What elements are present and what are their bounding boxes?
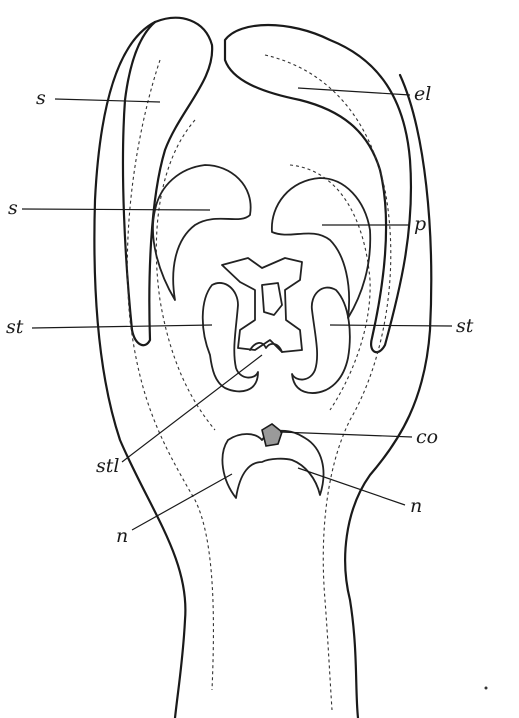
label-stamen-center: stl (96, 455, 119, 477)
leader-nucellus-left (132, 474, 232, 530)
leader-petal-left (22, 209, 210, 210)
label-stamen-right: st (456, 315, 474, 337)
leader-stamen-right (330, 325, 452, 326)
leader-sepal-right (298, 88, 410, 95)
sepal-left (123, 18, 212, 345)
tissue-line-left-inner (156, 120, 215, 430)
sepal-right (225, 25, 411, 352)
label-sepal-right: el (414, 83, 431, 105)
leader-stamen-center (122, 355, 262, 462)
leader-stamen-left (32, 325, 212, 328)
tissue-line-left-outer (127, 60, 213, 690)
cotyledon-stipple (262, 424, 282, 446)
receptacle-outline-right (345, 75, 431, 718)
petal-right (272, 178, 370, 318)
stamen-left (203, 283, 258, 391)
label-cotyledon: co (416, 426, 438, 448)
label-nucellus-right: n (410, 495, 422, 517)
label-nucellus-left: n (116, 525, 128, 547)
petal-left (153, 165, 251, 300)
label-petal-right: p (414, 213, 426, 235)
leader-nucellus-right (298, 468, 405, 505)
tissue-line-right-outer (265, 55, 391, 710)
label-stamen-left: st (6, 316, 24, 338)
stamen-center-core (262, 283, 282, 315)
label-petal-left: s (8, 197, 18, 219)
label-sepal-left: s (36, 87, 46, 109)
stray-dot (485, 687, 488, 690)
receptacle-outline-left (94, 22, 185, 718)
